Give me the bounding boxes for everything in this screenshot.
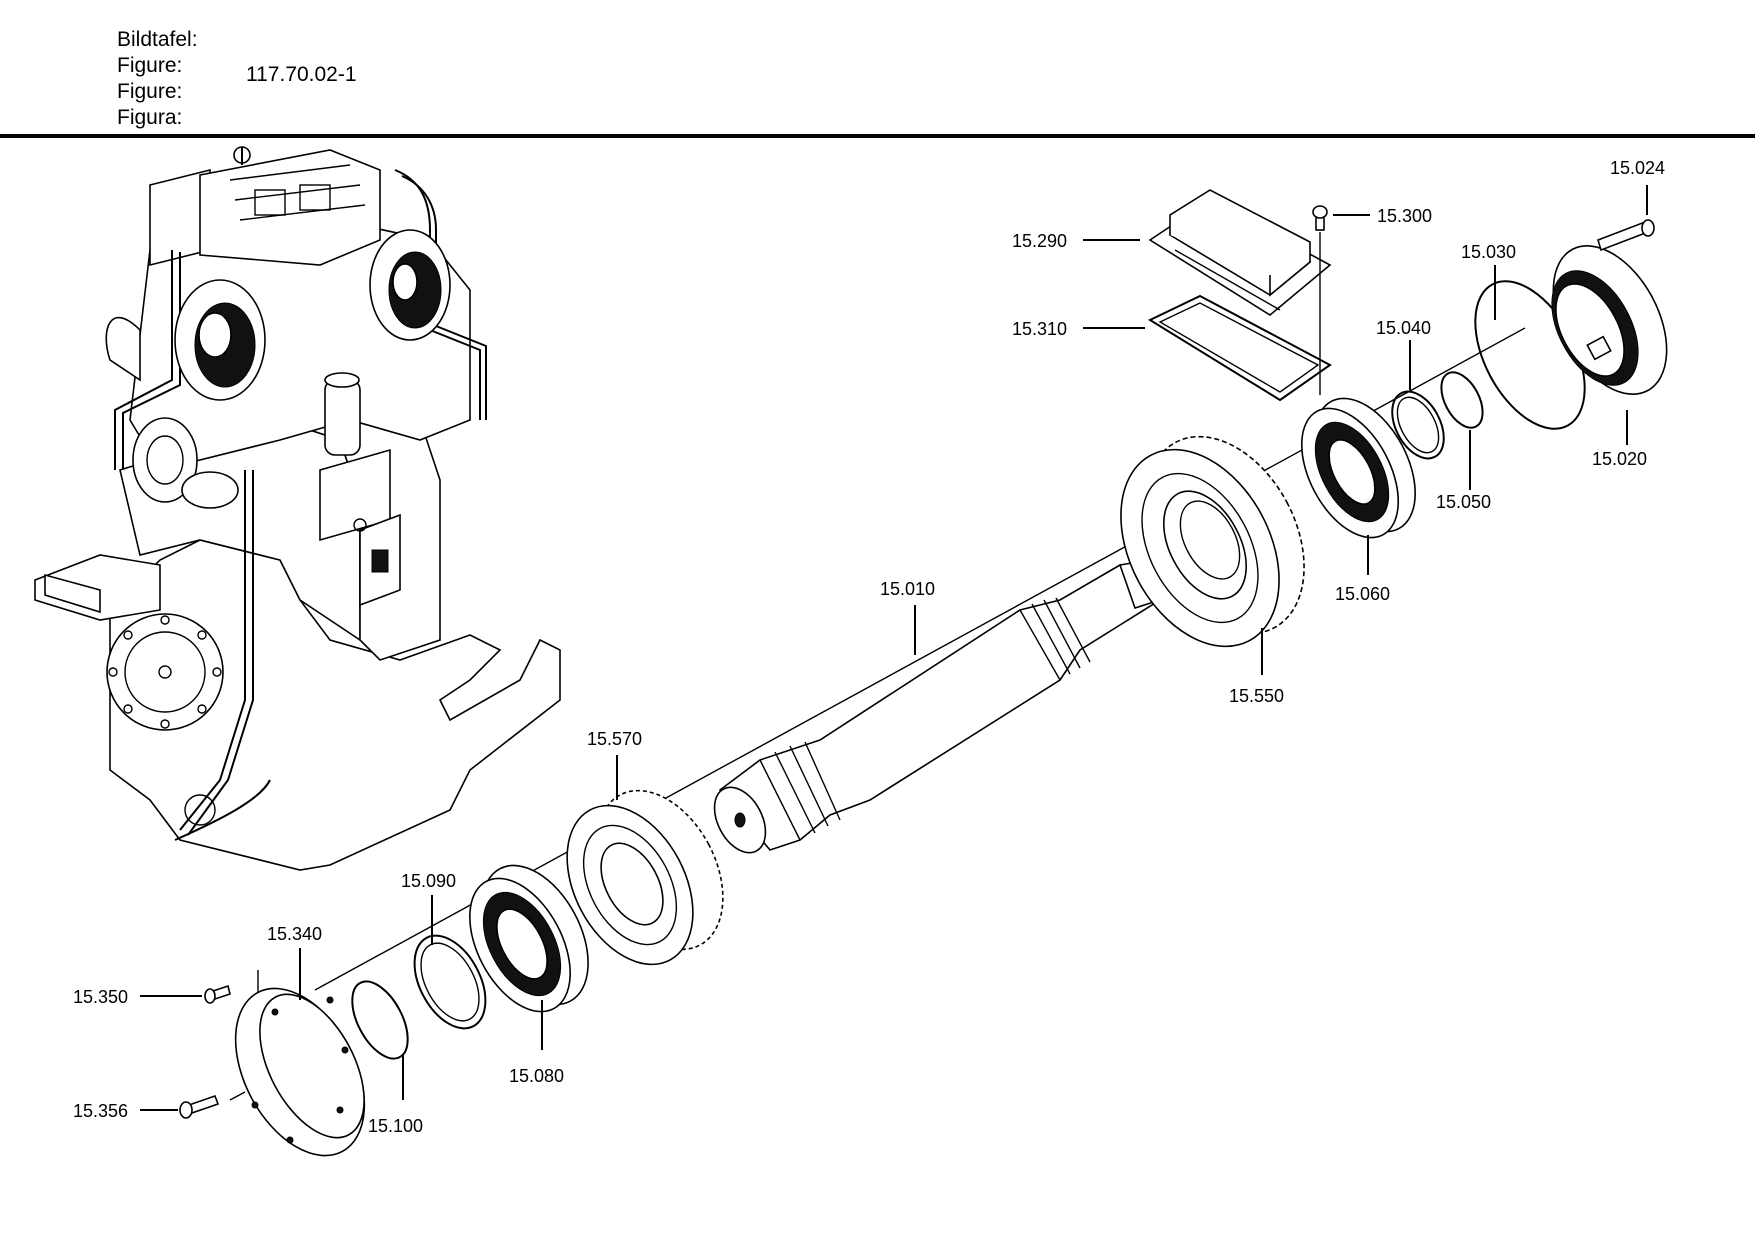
- part-label-15300: 15.300: [1377, 206, 1432, 226]
- shaft-15010-icon: [713, 559, 1161, 854]
- part-label-15024: 15.024: [1610, 158, 1665, 178]
- snap-ring-15100-icon: [351, 980, 409, 1060]
- screw-15300-icon: [1312, 205, 1328, 231]
- part-label-15340: 15.340: [267, 924, 322, 944]
- part-label-15090: 15.090: [401, 871, 456, 891]
- part-label-15350: 15.350: [73, 987, 128, 1007]
- cover-15340-icon: [234, 987, 366, 1157]
- part-label-15310: 15.310: [1012, 319, 1067, 339]
- header-label-fr: Figure:: [117, 80, 183, 103]
- ring-15040-icon: [1391, 390, 1445, 460]
- part-label-15290: 15.290: [1012, 231, 1067, 251]
- ring-15090-icon: [413, 934, 487, 1030]
- part-label-15020: 15.020: [1592, 449, 1647, 469]
- part-label-15030: 15.030: [1461, 242, 1516, 262]
- cover-plate-15290-icon: [1148, 189, 1332, 316]
- screw-15024-icon: [1597, 219, 1655, 252]
- figure-header: Bildtafel: Figure: Figure: Figura: 117.7…: [0, 0, 1755, 140]
- header-label-de: Bildtafel:: [117, 28, 198, 51]
- gearbox-overview-illustration: [34, 146, 561, 871]
- header-label-es: Figura:: [117, 106, 183, 129]
- part-label-15040: 15.040: [1376, 318, 1431, 338]
- part-label-15550: 15.550: [1229, 686, 1284, 706]
- part-label-15080: 15.080: [509, 1066, 564, 1086]
- snap-ring-15050-icon: [1440, 371, 1484, 429]
- header-label-en: Figure:: [117, 54, 183, 77]
- part-label-15050: 15.050: [1436, 492, 1491, 512]
- figure-number: 117.70.02-1: [246, 63, 357, 86]
- gear-15570-icon: [566, 789, 724, 966]
- bearing-15080-icon: [469, 864, 589, 1013]
- gear-15550-icon: [1120, 435, 1305, 648]
- part-label-15356: 15.356: [73, 1101, 128, 1121]
- bearing-15060-icon: [1300, 397, 1416, 539]
- part-label-15060: 15.060: [1335, 584, 1390, 604]
- part-label-15570: 15.570: [587, 729, 642, 749]
- header-rule: [0, 134, 1755, 138]
- part-label-15100: 15.100: [368, 1116, 423, 1136]
- screw-15356-icon: [179, 1094, 220, 1119]
- cover-15020-icon: [1551, 245, 1668, 395]
- gasket-15310-icon: [1147, 294, 1332, 402]
- part-label-15010: 15.010: [880, 579, 935, 599]
- screw-15350-icon: [204, 984, 231, 1004]
